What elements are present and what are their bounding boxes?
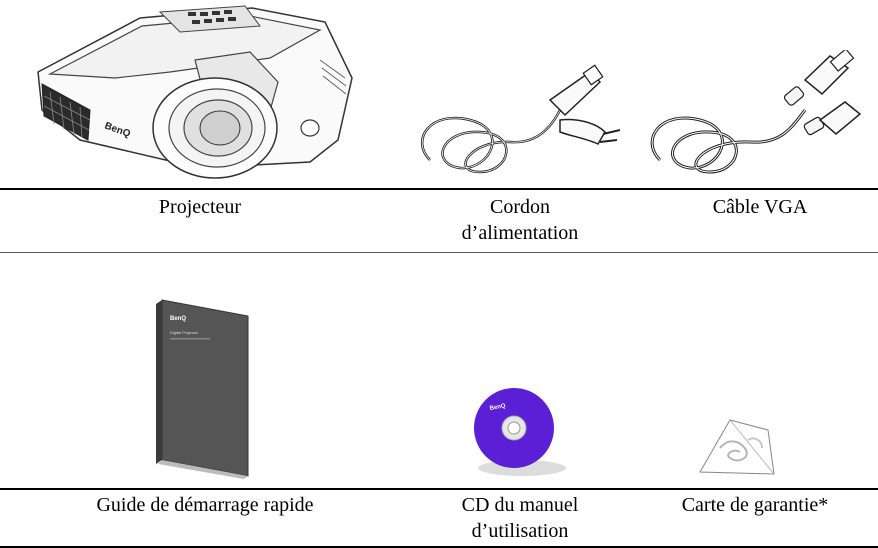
power-cord-label-line1: Cordon	[490, 196, 550, 218]
warranty-label: Carte de garantie*	[681, 494, 829, 516]
cd-label-line2: d’utilisation	[471, 520, 569, 542]
label-projector: Projecteur	[40, 194, 360, 220]
projector-label: Projecteur	[158, 196, 242, 218]
table-rule-bottom	[0, 546, 878, 548]
guide-brand-logo: BenQ	[170, 316, 186, 322]
cd-image: BenQ	[462, 380, 572, 480]
label-vga-cable: Câble VGA	[650, 194, 870, 220]
table-rule-row2	[0, 488, 878, 490]
table-rule-top	[0, 188, 878, 190]
label-warranty: Carte de garantie*	[640, 492, 870, 518]
vga-cable-label: Câble VGA	[712, 196, 808, 218]
projector-image: BenQ	[20, 0, 365, 180]
quick-guide-image: BenQ Digital Projector	[140, 290, 270, 480]
warranty-card-image	[690, 400, 780, 480]
power-cord-image	[410, 60, 635, 180]
quick-guide-label: Guide de démarrage rapide	[96, 494, 314, 516]
vga-cable-image	[640, 50, 865, 180]
guide-title: Digital Projector	[170, 330, 199, 335]
cd-label-line1: CD du manuel	[461, 494, 579, 516]
table-rule-middle	[0, 252, 878, 253]
label-power-cord: Cordon d’alimentation	[400, 194, 640, 246]
label-cd: CD du manuel d’utilisation	[400, 492, 640, 544]
cd-brand-logo: BenQ	[489, 403, 506, 412]
label-quick-guide: Guide de démarrage rapide	[40, 492, 370, 518]
power-cord-label-line2: d’alimentation	[461, 222, 579, 244]
